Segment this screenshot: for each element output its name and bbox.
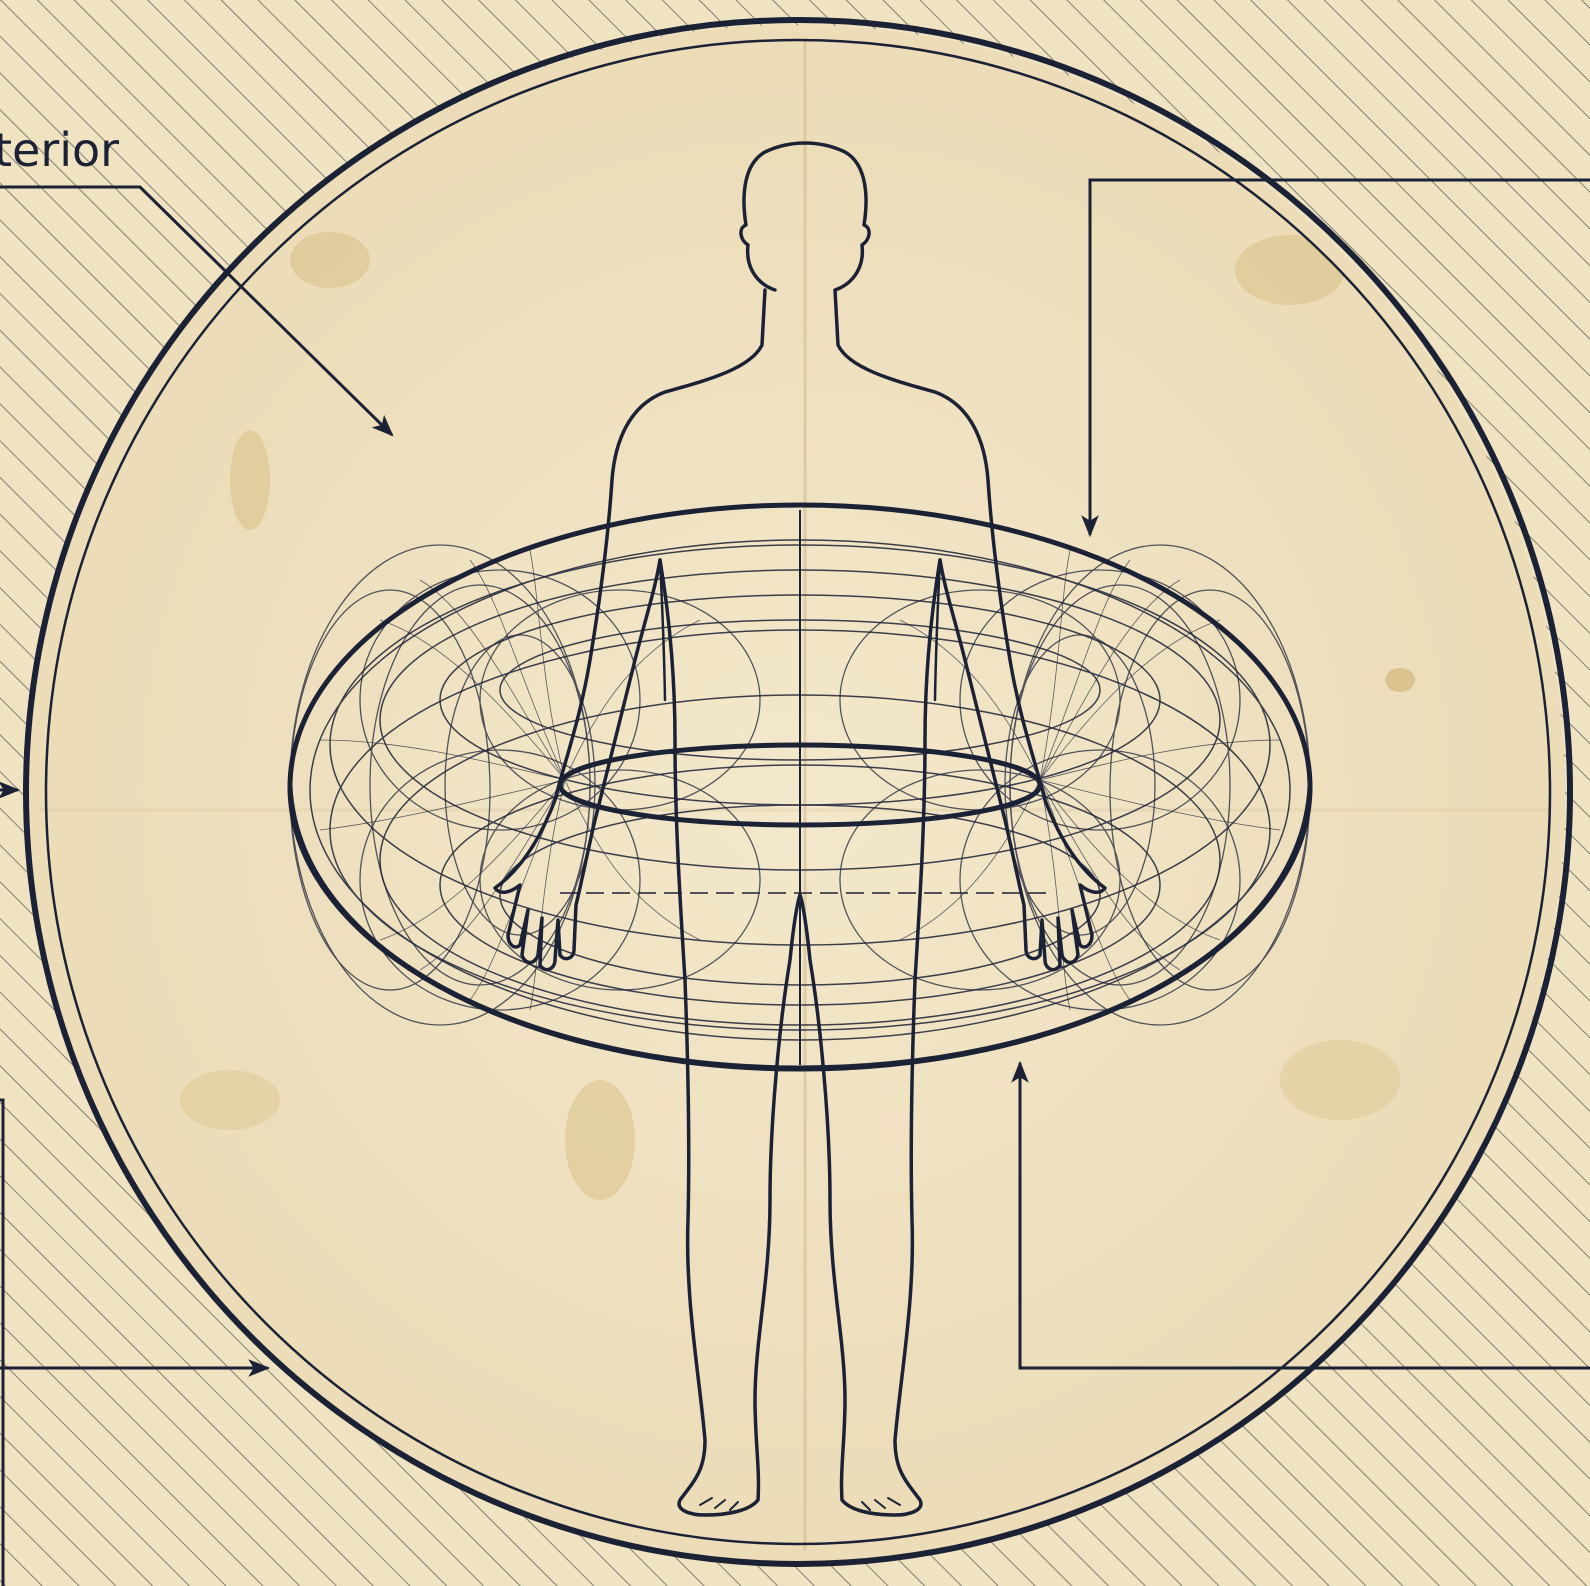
label-top-left: terior — [0, 123, 119, 177]
paper-disc — [25, 25, 1565, 1565]
